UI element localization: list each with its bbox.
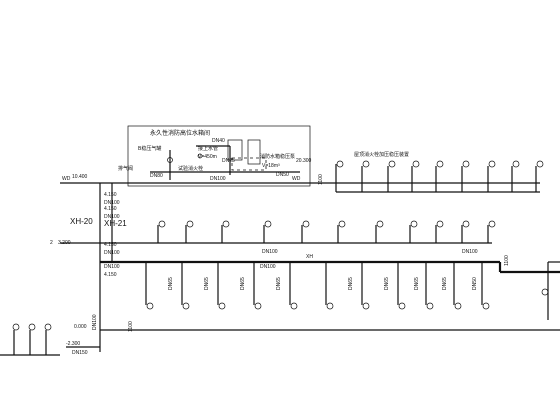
xh20-label: XH-20 — [70, 217, 93, 226]
hydrant-icon — [462, 160, 470, 168]
hydrant-icon — [410, 220, 418, 228]
tank-shape-2 — [227, 139, 243, 161]
volume-label: V=450m — [198, 154, 217, 160]
hydrant-icon — [388, 160, 396, 168]
valve-icon — [167, 157, 173, 163]
dn1100-v: 1100 — [128, 321, 134, 332]
wd-right: WD — [292, 176, 301, 182]
dn150: DN150 — [72, 350, 88, 356]
dn65-label: DN65 — [414, 277, 420, 290]
dn100-f: DN100 — [262, 249, 278, 255]
hydrant-icon — [541, 288, 549, 296]
upper-hydrants — [157, 220, 496, 243]
hydrant-icon — [488, 220, 496, 228]
hydrant-icon — [326, 302, 334, 310]
hydrant-icon — [482, 302, 490, 310]
hydrant-icon — [536, 160, 544, 168]
pump-skid — [231, 157, 267, 171]
tank-room-label: 永久性消防高位水箱间 — [150, 129, 210, 137]
elev-4150-a: 4.150 — [104, 192, 117, 198]
hydrant-icon — [512, 160, 520, 168]
dn100-h: DN100 — [260, 264, 276, 270]
xh-mid: XH — [306, 254, 313, 260]
hydrant-icon — [398, 302, 406, 310]
roof-hydrants — [335, 160, 544, 192]
elev-0000: 0.000 — [74, 324, 87, 330]
hydrant-icon — [44, 323, 52, 331]
dn80-label: DN80 — [150, 173, 163, 179]
exhaust-label: 排气阀 — [118, 165, 133, 172]
hydrant-icon — [336, 160, 344, 168]
pipe-up-label: 接上水管 — [198, 145, 218, 152]
hydrant-icon — [488, 160, 496, 168]
bottom-left-hydrants — [0, 323, 60, 356]
dn50-label: DN50 — [472, 277, 478, 290]
hydrant-icon — [462, 220, 470, 228]
tank-room: 永久性消防高位水箱间 DN40 接上水管 V=450m B稳压气罐 排气阀 DN… — [118, 125, 311, 187]
lower-branches — [145, 262, 490, 310]
elev-4150-d: 4.150 — [104, 272, 117, 278]
hydrant-icon — [146, 302, 154, 310]
hydrant-icon — [222, 220, 230, 228]
hydrant-icon — [158, 220, 166, 228]
d1100-right: 1100 — [504, 255, 510, 266]
hydrant-icon — [12, 323, 20, 331]
hydrant-icon — [338, 220, 346, 228]
dn50-label: DN50 — [276, 172, 289, 178]
elev-2: 2 — [50, 240, 53, 246]
dn65-label: DN65 — [276, 277, 282, 290]
roof-note: 屋顶消火栓加压稳压装置 — [354, 151, 409, 158]
dn25-label: DN25 — [222, 158, 235, 164]
dn65-label: DN65 — [384, 277, 390, 290]
booster-label: B稳压气罐 — [138, 145, 161, 152]
hydrant-icon — [376, 220, 384, 228]
elev-4150-b: 4.150 — [104, 206, 117, 212]
dn65-label: DN65 — [204, 277, 210, 290]
dn65-label: DN65 — [348, 277, 354, 290]
elev-10400: 10.400 — [72, 174, 88, 180]
hydrant-icon — [28, 323, 36, 331]
hydrant-icon — [182, 302, 190, 310]
hydrant-icon — [264, 220, 272, 228]
dn40-label: DN40 — [212, 138, 225, 144]
elev-20300: 20.300 — [296, 158, 312, 164]
hydrant-icon — [362, 160, 370, 168]
dn100-e: DN100 — [104, 264, 120, 270]
hydrant-icon — [290, 302, 298, 310]
hydrant-icon — [302, 220, 310, 228]
dn100-g: DN100 — [462, 249, 478, 255]
test-hydrant-label: 试验消火栓 — [178, 165, 203, 172]
elev-4150-c: 4.150 — [104, 242, 117, 248]
dn65-label: DN65 — [240, 277, 246, 290]
tank-shape — [247, 139, 261, 165]
hydrant-icon — [426, 302, 434, 310]
tank-volume-label: V=18m³ — [262, 163, 280, 169]
dn100-a-label: DN100 — [210, 176, 226, 182]
hydrant-icon — [218, 302, 226, 310]
xh21-label: XH-21 — [104, 219, 127, 228]
hydrant-icon — [412, 160, 420, 168]
elev-m2300: -2.300 — [66, 341, 80, 347]
hydrant-icon — [454, 302, 462, 310]
hydrant-icon — [362, 302, 370, 310]
dn65-label: DN65 — [168, 277, 174, 290]
hydrant-icon — [436, 160, 444, 168]
valve-icon — [197, 153, 203, 159]
pressure-tank-label: 消防水箱稳压泵 — [260, 153, 295, 160]
dn65-label: DN65 — [442, 277, 448, 290]
hydrant-icon — [436, 220, 444, 228]
dn100-v: DN100 — [92, 314, 98, 330]
hydrant-icon — [186, 220, 194, 228]
hydrant-icon — [254, 302, 262, 310]
elev-wd: WD — [62, 176, 71, 182]
riser-1100: 1100 — [318, 174, 324, 185]
